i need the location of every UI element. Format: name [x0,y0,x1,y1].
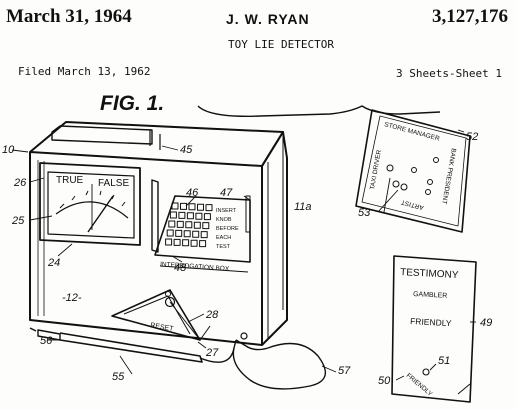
reference-numeral: 56 [40,335,53,347]
grid-key [190,239,198,247]
reference-numeral: 50 [378,375,391,387]
reference-numeral: 55 [112,371,125,383]
grid-key [185,221,193,229]
patent-number: 3,127,176 [432,6,508,27]
reference-numeral: 48 [174,262,187,274]
grid-key [199,240,207,248]
reference-numeral: 45 [180,144,193,156]
patent-date: March 31, 1964 [6,6,132,27]
interrogation-panel: INSERT KNOB BEFORE EACH TEST INTERROGATI… [154,195,251,273]
sheet-count: 3 Sheets-Sheet 1 [396,67,502,80]
meter-false-label: FALSE [98,178,129,189]
probe [29,327,327,390]
grid-key [165,238,173,246]
reference-numeral: 25 [11,215,25,227]
card-role-left: TAXI DRIVER [369,149,383,190]
slot-47 [245,195,251,233]
panel-label: INTERROGATION BOX [160,261,230,273]
grid-key [195,212,203,220]
reference-numeral: 47 [220,187,233,199]
grid-key [192,230,200,238]
grid-key [173,238,181,246]
grid-key [186,212,194,220]
reference-numeral: 57 [338,365,351,377]
reference-numeral: 49 [480,317,492,329]
grid-key [200,231,208,239]
grid-key [176,220,184,228]
connector [235,339,269,351]
testimony-line1: GAMBLER [413,291,448,300]
testimony-line2: FRIENDLY [410,316,452,328]
patent-title: TOY LIE DETECTOR [228,38,334,51]
inventor-name: J. W. RYAN [226,11,310,27]
testimony-corner: FRIENDLY [405,372,434,398]
figure-label: FIG. 1. [100,92,164,115]
reference-numeral: 53 [358,207,371,219]
grid-key [188,203,196,211]
reference-numeral: 27 [205,347,219,359]
reference-numeral: -12- [62,292,82,304]
grid-key [171,202,179,210]
grid-key [202,222,210,230]
grid-key [205,204,213,212]
grid-key [166,229,174,237]
card-slot [151,179,159,253]
reference-numeral: 46 [186,187,199,199]
side-word: BEFORE [216,226,239,232]
testimony-card: TESTIMONY GAMBLER FRIENDLY FRIENDLY [391,255,477,403]
reference-numeral: 24 [47,257,60,269]
meter-true-label: TRUE [56,175,84,186]
figure-brace [197,105,441,117]
side-word: INSERT [216,208,237,214]
side-word: KNOB [216,217,232,223]
grid-key [193,221,201,229]
reference-numeral: 28 [205,309,219,321]
grid-key [182,239,190,247]
grid-key [178,211,186,219]
reference-numeral: 52 [466,131,478,143]
grid-key [180,202,187,210]
wire [232,342,327,390]
filed-date: Filed March 13, 1962 [18,65,151,78]
testimony-title: TESTIMONY [400,267,459,281]
button-grid [165,202,213,248]
grid-key [175,229,183,237]
meter-window: TRUE FALSE [39,162,141,246]
card-role-bottom: ARTIST [400,198,424,211]
reference-numeral: 10 [2,144,15,156]
reference-numeral: 26 [13,177,27,189]
grid-key [168,220,176,228]
reference-numeral: 51 [438,355,450,367]
role-card: STORE MANAGER TAXI DRIVER BANK PRESIDENT… [355,109,471,233]
reset-label: RESET [150,322,175,333]
grid-key [183,230,191,238]
grid-key [197,203,204,211]
reset-lever: RESET [111,289,211,341]
grid-key [203,213,211,221]
reference-numeral: 11a [294,201,312,213]
side-word: EACH [216,235,231,241]
card-role-right: BANK PRESIDENT [440,148,457,205]
grid-key [169,211,177,219]
side-word: TEST [216,244,231,250]
meter-needle [87,195,114,233]
lie-detector-box [29,121,288,346]
